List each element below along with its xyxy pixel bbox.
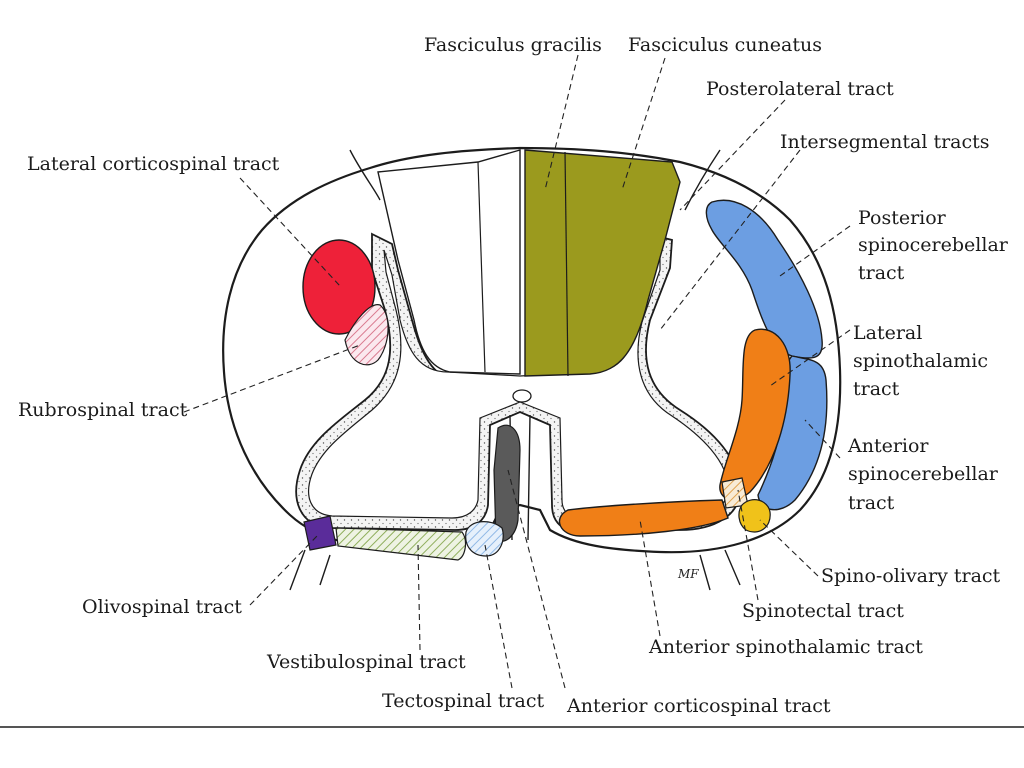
lateral-corticospinal-area [302, 239, 376, 335]
leader-spinotectal [737, 489, 759, 601]
leader-vestibulospinal [417, 544, 421, 651]
label-anterior-spinocerebellar-3: tract [848, 492, 895, 514]
rubrospinal-area [344, 304, 389, 366]
leader-lateral-corticospinal [239, 177, 341, 287]
spinal-cord-outline [222, 146, 842, 554]
label-vestibulospinal-tract: Vestibulospinal tract [267, 651, 466, 673]
label-fasciculus-cuneatus: Fasciculus cuneatus [628, 34, 822, 56]
leader-posterolateral [679, 99, 786, 211]
leader-olivospinal [249, 534, 319, 606]
label-anterior-spinothalamic-tract: Anterior spinothalamic tract [649, 636, 923, 658]
label-anterior-spinocerebellar-2: spinocerebellar [848, 463, 998, 485]
right-ventral-rootlets [699, 549, 741, 591]
label-anterior-corticospinal-tract: Anterior corticospinal tract [567, 695, 831, 717]
bottom-divider-line [0, 726, 1024, 728]
central-canal [512, 389, 532, 403]
leader-posterior-spinocerebellar [779, 225, 851, 277]
dorsal-column-colored-region [524, 149, 681, 377]
right-dorsal-root [684, 149, 721, 211]
vestibulospinal-area [335, 527, 467, 561]
label-anterior-spinocerebellar-1: Anterior [848, 435, 929, 457]
label-posterior-spinocerebellar-2: spinocerebellar [858, 234, 1008, 256]
label-lateral-corticospinal-tract: Lateral corticospinal tract [27, 153, 280, 175]
fasciculus-gracilis-region [377, 149, 521, 375]
label-spino-olivary-tract: Spino-olivary tract [821, 565, 1001, 587]
label-fasciculus-gracilis: Fasciculus gracilis [424, 34, 602, 56]
label-posterolateral-tract: Posterolateral tract [706, 78, 894, 100]
label-posterior-spinocerebellar-3: tract [858, 262, 905, 284]
artist-signature: MF [677, 567, 699, 581]
leader-anterior-spinothalamic [639, 519, 661, 637]
olivospinal-area [303, 515, 337, 551]
anterior-corticospinal-area [493, 424, 521, 542]
leader-gracilis [544, 54, 579, 191]
label-spinotectal-tract: Spinotectal tract [742, 600, 904, 622]
label-lateral-spinothalamic-2: spinothalamic [853, 350, 989, 372]
label-rubrospinal-tract: Rubrospinal tract [18, 399, 188, 421]
label-lateral-spinothalamic-1: Lateral [853, 322, 923, 344]
anterior-spinothalamic-area [558, 499, 729, 537]
label-lateral-spinothalamic-3: tract [853, 378, 900, 400]
leader-spino-olivary [759, 519, 819, 577]
label-olivospinal-tract: Olivospinal tract [82, 596, 242, 618]
tectospinal-area [465, 521, 504, 557]
gracilis-cuneatus-midline [477, 161, 486, 373]
left-dorsal-root [349, 149, 381, 201]
dorsal-column-septum [564, 151, 569, 377]
leader-cuneatus [621, 57, 666, 191]
label-intersegmental-tracts: Intersegmental tracts [780, 131, 990, 153]
leader-anterior-spinocerebellar [804, 419, 841, 459]
leader-anterior-corticospinal [507, 469, 566, 689]
leader-lateral-spinothalamic [769, 329, 851, 387]
leader-rubrospinal [183, 344, 361, 413]
left-ventral-rootlets [289, 549, 331, 591]
leader-tectospinal [484, 544, 513, 689]
leader-intersegmental [659, 149, 801, 331]
spino-olivary-area [738, 499, 771, 533]
label-posterior-spinocerebellar-1: Posterior [858, 207, 946, 229]
label-tectospinal-tract: Tectospinal tract [382, 690, 545, 712]
